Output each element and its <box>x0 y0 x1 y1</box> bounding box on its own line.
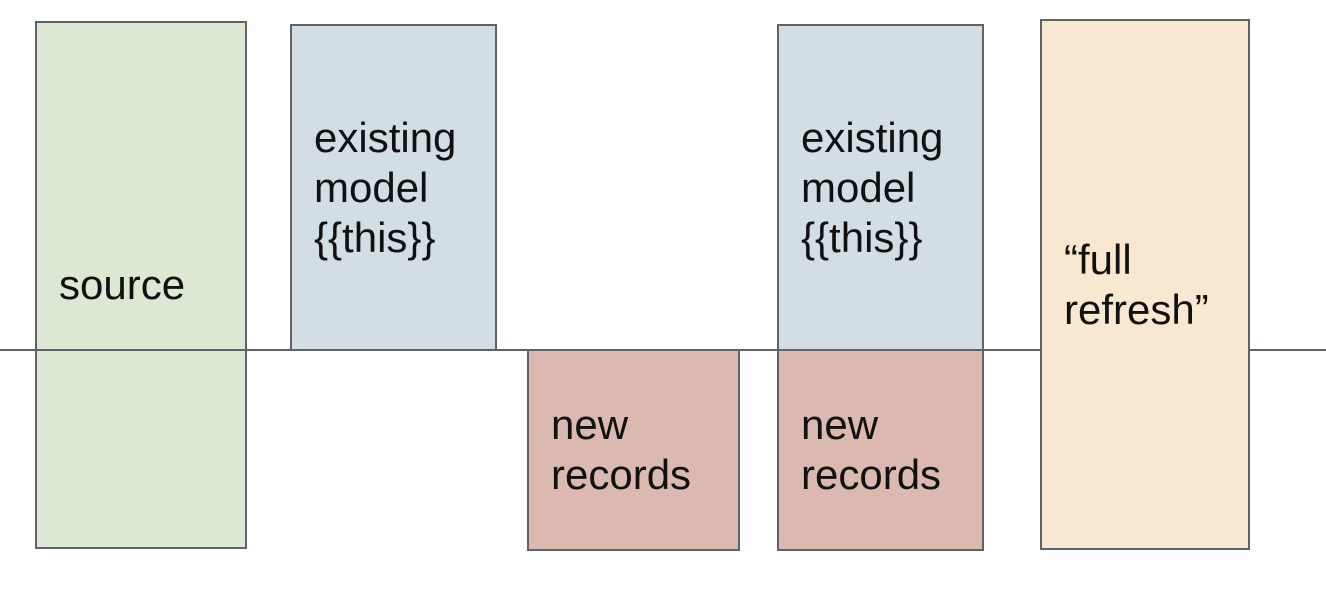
box-source: source <box>35 21 247 549</box>
box-new-records-left-label: new records <box>551 401 692 498</box>
box-existing-model-right-label: existing model {{this}} <box>801 113 944 261</box>
box-existing-model-left: existing model {{this}} <box>290 24 497 351</box>
box-new-records-left: new records <box>527 349 740 551</box>
box-existing-model-left-label: existing model {{this}} <box>314 113 457 261</box>
box-new-records-right: new records <box>777 349 984 551</box>
box-full-refresh: “full refresh” <box>1040 19 1250 550</box>
box-existing-model-right: existing model {{this}} <box>777 24 984 351</box>
box-source-label: source <box>59 261 186 308</box>
box-new-records-right-label: new records <box>801 401 942 498</box>
box-full-refresh-label: “full refresh” <box>1064 235 1209 333</box>
